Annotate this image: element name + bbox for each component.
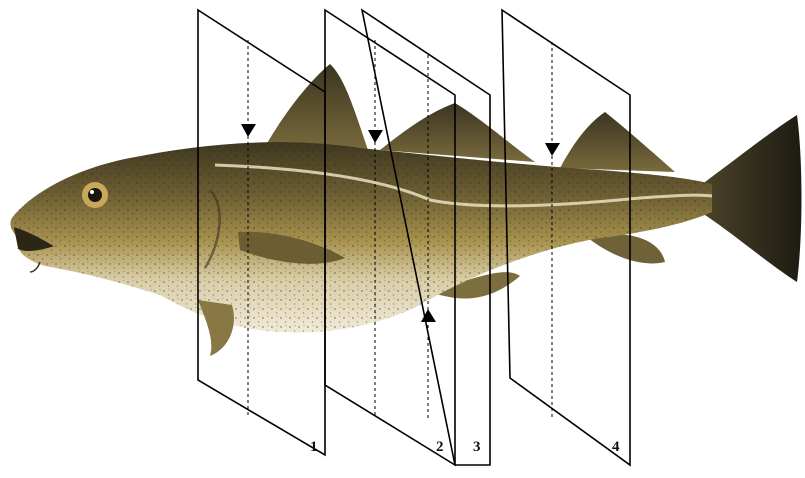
plane-1-label: 1	[310, 439, 318, 455]
plane-4-label: 4	[612, 439, 620, 455]
third-dorsal-fin	[560, 112, 675, 172]
fish-eye	[82, 182, 108, 208]
plane-3-label: 3	[473, 439, 481, 455]
anal-fin-2	[588, 234, 665, 263]
plane-2-label: 2	[436, 439, 444, 455]
section-plane-1: 1	[198, 10, 325, 455]
plane-1-frame	[198, 10, 325, 455]
caudal-fin	[705, 115, 802, 282]
cod-fish-illustration	[10, 64, 801, 356]
plane-4-arrow	[545, 143, 560, 156]
plane-2-arrow	[368, 130, 383, 143]
